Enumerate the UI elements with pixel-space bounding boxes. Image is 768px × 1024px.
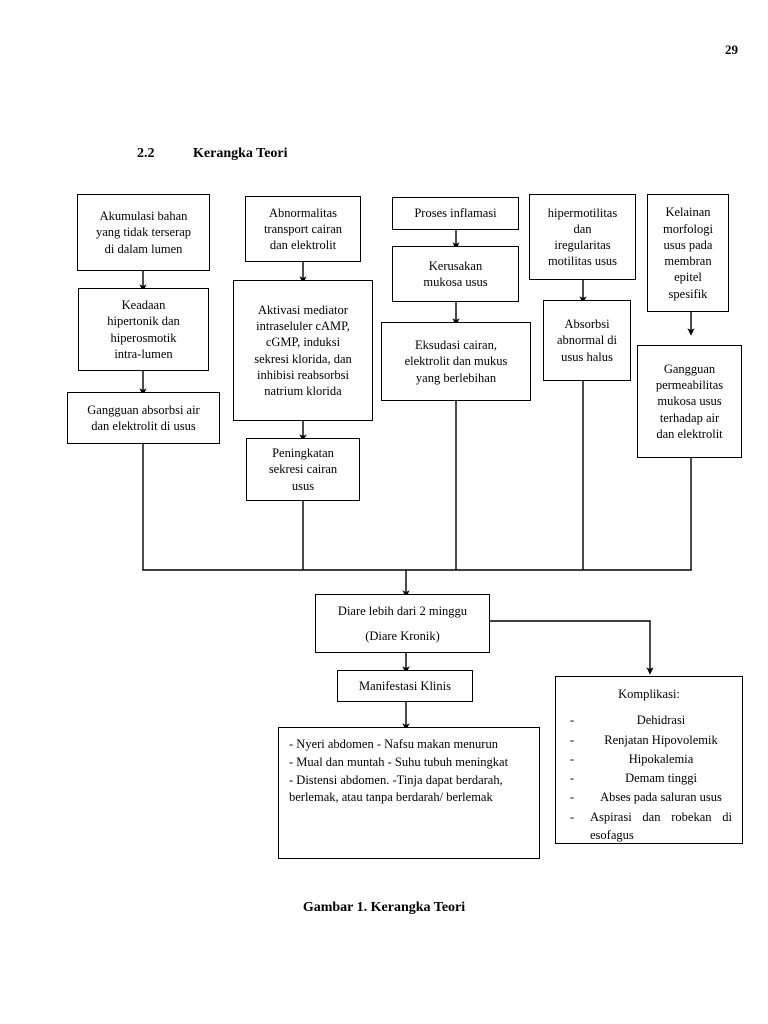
node-gejala-klinis-list[interactable]: - Nyeri abdomen - Nafsu makan menurun - … bbox=[278, 727, 540, 859]
bullet-dash-icon: - bbox=[570, 713, 575, 728]
gejala-item-3: - Suhu tubuh meningkat bbox=[387, 754, 509, 769]
komplikasi-item-1: - Renjatan Hipovolemik bbox=[566, 731, 732, 749]
bullet-dash-icon: - bbox=[570, 809, 575, 824]
komplikasi-item-2-label: Hipokalemia bbox=[628, 751, 694, 766]
komplikasi-item-0-label: Dehidrasi bbox=[636, 713, 686, 728]
page-number: 29 bbox=[725, 42, 738, 57]
komplikasi-item-3: - Demam tinggi bbox=[566, 769, 732, 787]
komplikasi-item-3-label: Demam tinggi bbox=[625, 771, 697, 785]
komplikasi-item-2: - Hipokalemia bbox=[566, 750, 732, 768]
node-proses-inflamasi[interactable]: Proses inflamasi bbox=[392, 197, 519, 230]
bullet-dash-icon: - bbox=[570, 751, 575, 766]
node-manifestasi-klinis[interactable]: Manifestasi Klinis bbox=[337, 670, 473, 702]
gejala-item-1: - Nafsu makan menurun bbox=[376, 737, 498, 751]
section-number: 2.2 bbox=[137, 146, 155, 161]
gejala-item-4: - Distensi abdomen. bbox=[289, 772, 390, 787]
komplikasi-title: Komplikasi: bbox=[618, 687, 680, 701]
node-diare-line2: (Diare Kronik) bbox=[365, 629, 440, 644]
komplikasi-item-4-label: Abses pada saluran usus bbox=[600, 790, 722, 805]
komplikasi-item-0: - Dehidrasi bbox=[566, 711, 732, 729]
komplikasi-item-5: -Aspirasi dan robekan di esofagus bbox=[566, 808, 732, 845]
figure-caption: Gambar 1. Kerangka Teori bbox=[302, 900, 466, 915]
node-manifestasi-label: Manifestasi Klinis bbox=[358, 678, 451, 693]
node-komplikasi[interactable]: Komplikasi: - Dehidrasi - Renjatan Hipovol… bbox=[555, 676, 743, 844]
node-diare-kronik[interactable]: Diare lebih dari 2 minggu (Diare Kronik) bbox=[315, 594, 490, 653]
komplikasi-item-4: - Abses pada saluran usus bbox=[566, 788, 732, 806]
section-title: Kerangka Teori bbox=[193, 146, 288, 161]
gejala-item-5: -Tinja dapat berdarah, berlemak, atau ta… bbox=[289, 772, 503, 805]
komplikasi-item-5-label: Aspirasi dan robekan di esofagus bbox=[590, 809, 732, 842]
gejala-item-2: - Mual dan muntah bbox=[289, 754, 385, 769]
komplikasi-list: - Dehidrasi - Renjatan Hipovolemik - Hipoka… bbox=[566, 711, 732, 844]
bullet-dash-icon: - bbox=[570, 771, 575, 785]
bullet-dash-icon: - bbox=[570, 732, 575, 747]
node-proses-inflamasi-label: Proses inflamasi bbox=[414, 206, 497, 221]
node-diare-line1: Diare lebih dari 2 minggu bbox=[337, 603, 468, 618]
bullet-dash-icon: - bbox=[570, 790, 575, 805]
gejala-item-0: - Nyeri abdomen bbox=[289, 737, 374, 751]
section-heading: 2.2 Kerangka Teori bbox=[137, 146, 288, 162]
komplikasi-item-1-label: Renjatan Hipovolemik bbox=[604, 732, 718, 747]
edge-diare-komplikasi bbox=[490, 620, 654, 675]
